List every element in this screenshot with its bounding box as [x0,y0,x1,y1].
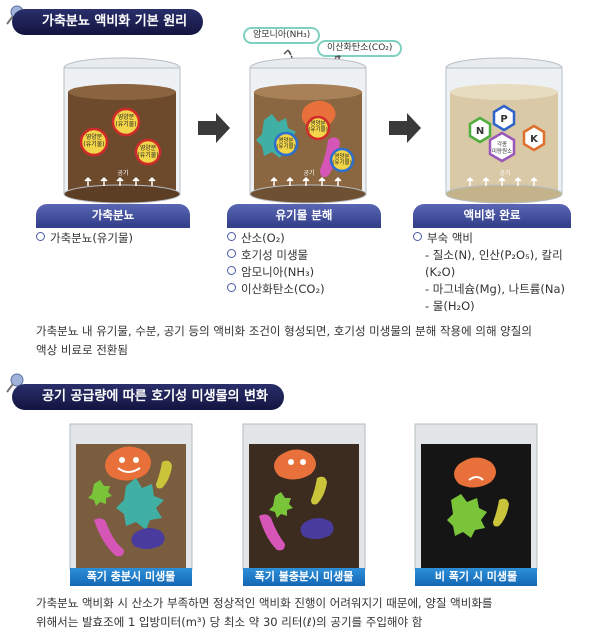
vessel-liquid-fertilizer [445,57,563,204]
tank-insufficient-aeration [242,423,366,570]
microbe-purple [300,518,334,539]
pushpin-icon [6,373,24,393]
microbe-yellow [311,476,327,505]
list-item: 암모니아(NH₃) [227,264,397,281]
list-item: 이산화탄소(CO₂) [227,281,397,298]
nutrient-label: 영양분 (유기물) [137,145,159,159]
paragraph-line: 위해서는 발효조에 1 입방미터(m³) 당 최소 약 30 리터(ℓ)의 공기… [36,615,423,629]
air-arrows [84,176,156,186]
nutrient-label: 영양분 (유기물) [115,114,137,128]
microbe-pink [259,514,285,551]
paragraph-principle: 가축분뇨 내 유기물, 수분, 공기 등의 액비화 조건이 형성되면, 호기성 … [36,322,596,360]
co2-gas-label: 이산화탄소(CO₂) [317,40,403,57]
stage-label-manure: 가축분뇨 [36,204,190,226]
stage-divider [227,226,381,228]
list-item: 가축분뇨(유기물) [36,230,206,247]
microbe-pink [94,518,124,557]
tank-caption-insufficient: 폭기 불충분시 미생물 [243,568,365,586]
nutrient-p: P [500,114,508,125]
list-item: 호기성 미생물 [227,247,397,264]
stage-items-decomposition: 산소(O₂) 호기성 미생물 암모니아(NH₃) 이산화탄소(CO₂) [227,230,397,298]
micro-element-label: 각종 미량원소 [491,142,513,155]
microbe-purple [131,528,165,549]
ammonia-gas-label: 암모니아(NH₃) [243,27,321,44]
paragraph-line: 가축분뇨 액비화 시 산소가 부족하면 정상적인 액비화 진행이 어려워지기 때… [36,596,493,610]
nutrient-label: 영양분 (유기물) [332,154,352,166]
microbe-pink [320,137,340,178]
tank-caption-sufficient: 폭기 충분시 미생물 [70,568,192,586]
nutrient-label: 영양분 (유기물) [276,138,296,150]
vessel-raw-manure [63,57,181,204]
stage-label-decomposition: 유기물 분해 [227,204,381,226]
microbe-orange [274,449,316,480]
tank-caption-none: 비 폭기 시 미생물 [415,568,537,586]
tank-no-aeration [414,423,538,570]
microbe-orange [105,446,151,481]
nutrient-label: 영양분 (유기물) [83,134,105,148]
air-label: 공기 [303,170,315,177]
nutrient-k: K [530,134,538,145]
microbe-green [88,480,112,506]
paragraph-line: 액상 비료로 전환됨 [36,343,128,357]
air-label: 공기 [499,170,511,177]
microbe-yellow [156,460,172,489]
paragraph-line: 가축분뇨 내 유기물, 수분, 공기 등의 액비화 조건이 형성되면, 호기성 … [36,324,532,338]
stage-divider [413,226,571,228]
section-title-basic-principle: 가축분뇨 액비화 기본 원리 [12,9,204,35]
nutrient-label: 영양분 (유기물) [308,121,328,133]
microbe-yellow [493,498,509,527]
stage-label-complete: 액비화 완료 [413,204,571,226]
stage-items-complete: 부숙 액비 - 질소(N), 인산(P₂O₅), 칼리 (K₂O) - 마그네슘… [413,230,593,315]
nutrient-n: N [475,126,485,137]
section-title-aeration: 공기 공급량에 따른 호기성 미생물의 변화 [12,384,284,410]
list-item: - 물(H₂O) [425,299,475,313]
microbe-green [447,494,487,538]
vessel-decomposition [249,57,367,204]
tank-sufficient-aeration [69,423,193,570]
list-item: - 마그네슘(Mg), 나트륨(Na) [425,282,565,296]
microbe-teal [116,478,164,530]
paragraph-aeration: 가축분뇨 액비화 시 산소가 부족하면 정상적인 액비화 진행이 어려워지기 때… [36,594,596,632]
microbe-orange [454,457,496,488]
stage-divider [36,226,190,228]
list-item: 산소(O₂) [227,230,397,247]
list-item: (K₂O) [425,265,456,279]
list-item: 부숙 액비 [413,230,593,247]
air-label: 공기 [117,170,129,177]
process-arrow [389,113,421,143]
nutrient-ball [79,107,162,166]
microbe-green [269,492,293,518]
process-arrow [198,113,230,143]
stage-items-manure: 가축분뇨(유기물) [36,230,206,247]
list-item: - 질소(N), 인산(P₂O₅), 칼리 [425,248,563,262]
